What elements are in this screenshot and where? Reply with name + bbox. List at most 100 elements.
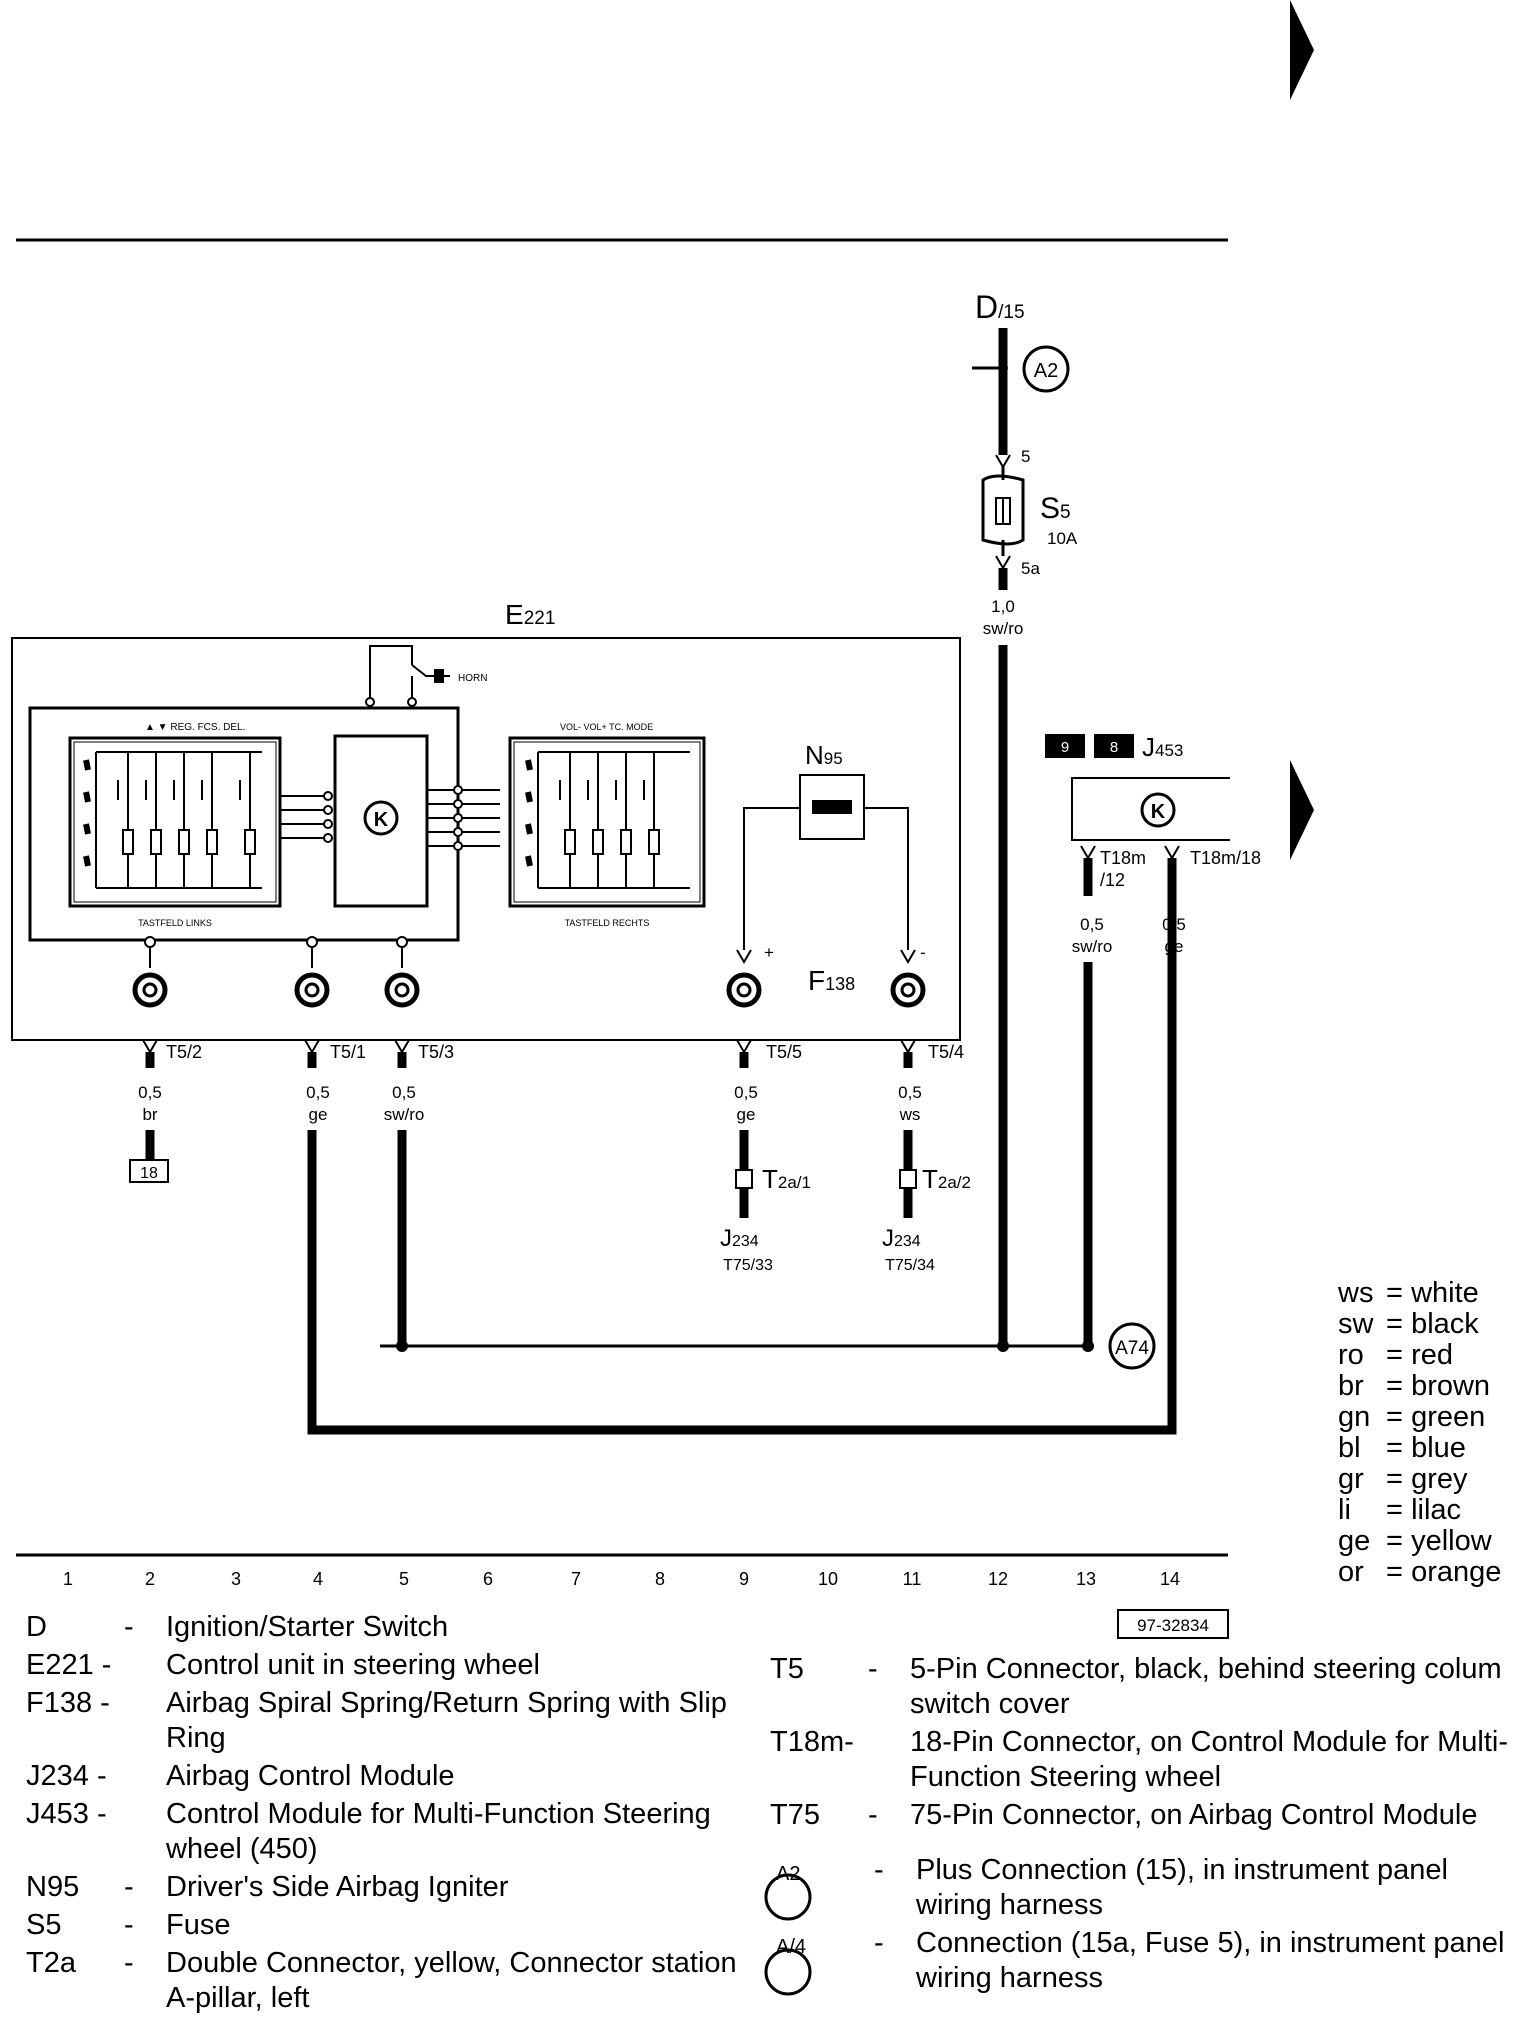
- legend-entry: T2a-Double Connector, yellow, Connector …: [26, 1946, 766, 2016]
- legend-dash: -: [868, 1799, 878, 1831]
- legend-desc: Plus Connection (15), in instrument pane…: [916, 1854, 1448, 1921]
- column-number: 8: [655, 1569, 665, 1589]
- t5-pin-wires: T5/2 0,5 br 18 T5/1 0,5 ge T5/3 0,5 sw/r…: [129, 896, 1177, 1435]
- page-forward-arrow-mid[interactable]: [1290, 760, 1314, 860]
- color-key-equals: =: [1378, 1494, 1412, 1526]
- legend-code: T2a: [26, 1947, 76, 1979]
- legend-entry: E221 -Control unit in steering wheel: [26, 1648, 766, 1683]
- svg-text:TASTFELD RECHTS: TASTFELD RECHTS: [565, 918, 650, 928]
- legend-symbol-a2: [764, 1873, 812, 1921]
- color-key-abbr: gn: [1338, 1401, 1371, 1433]
- svg-text:0,5: 0,5: [1162, 915, 1186, 934]
- legend-entry: F138 -Airbag Spiral Spring/Return Spring…: [26, 1686, 766, 1756]
- legend-code: J234 -: [26, 1760, 107, 1792]
- junction-a74: A74: [380, 1322, 1156, 1370]
- legend-desc: Airbag Control Module: [166, 1760, 455, 1792]
- airbag-igniter-n95: N95 + - F138: [743, 740, 926, 996]
- legend-entry: A/4-Connection (15a, Fuse 5), in instrum…: [770, 1926, 1530, 1996]
- j234b-label: J234: [882, 1225, 921, 1252]
- color-key-row: or = orange: [1338, 1557, 1501, 1588]
- legend-desc: 5-Pin Connector, black, behind steering …: [910, 1653, 1502, 1720]
- color-key-name: red: [1411, 1339, 1453, 1371]
- color-key-abbr: br: [1338, 1370, 1364, 1402]
- svg-text:sw/ro: sw/ro: [384, 1105, 425, 1124]
- svg-text:0,5: 0,5: [306, 1083, 330, 1102]
- pin-t5-3: T5/3 0,5 sw/ro: [384, 1039, 454, 1346]
- legend-code: F138 -: [26, 1687, 110, 1719]
- color-key-equals: =: [1378, 1432, 1412, 1464]
- svg-text:-: -: [920, 943, 926, 962]
- control-module-j453: 9 8 J453 K T18m /12 T18m/18 0,5 sw/ro 0,…: [1045, 732, 1261, 1434]
- color-key-abbr: ge: [1338, 1525, 1371, 1557]
- column-number: 13: [1076, 1569, 1096, 1589]
- column-number: 6: [483, 1569, 493, 1589]
- svg-text:▲ ▼ REG. FCS. DEL.: ▲ ▼ REG. FCS. DEL.: [145, 722, 245, 733]
- reference-number: 97-32834: [1137, 1616, 1209, 1635]
- switch-d-label: D/15: [975, 289, 1025, 325]
- svg-text:T5/1: T5/1: [330, 1042, 366, 1062]
- column-number: 5: [399, 1569, 409, 1589]
- legend-dash: [868, 1725, 910, 1795]
- svg-text:0,5: 0,5: [898, 1083, 922, 1102]
- legend-desc: 75-Pin Connector, on Airbag Control Modu…: [910, 1799, 1478, 1831]
- svg-text:T5/5: T5/5: [766, 1042, 802, 1062]
- svg-text:0,5: 0,5: [1080, 915, 1104, 934]
- color-key-name: brown: [1411, 1370, 1491, 1402]
- color-key-row: sw = black: [1338, 1309, 1501, 1340]
- legend-dash: [124, 1797, 166, 1867]
- color-key-equals: =: [1378, 1463, 1412, 1495]
- legend-dash: -: [874, 1854, 884, 1886]
- page-forward-arrow-top[interactable]: [1290, 0, 1314, 100]
- legend-code: T75: [770, 1799, 820, 1831]
- legend-dash: -: [124, 1909, 134, 1941]
- legend-entry: J453 - Control Module for Multi-Function …: [26, 1797, 766, 1867]
- connector-a2-label: A2: [1034, 360, 1058, 382]
- color-key-name: green: [1411, 1401, 1486, 1433]
- spiral-t5-5: [726, 949, 762, 1008]
- legend-entry: N95-Driver's Side Airbag Igniter: [26, 1870, 766, 1905]
- legend-desc: Control Module for Multi-Function Steeri…: [166, 1798, 711, 1865]
- svg-text:0,5: 0,5: [734, 1083, 758, 1102]
- color-key-name: lilac: [1411, 1494, 1462, 1526]
- svg-text:ge: ge: [1165, 937, 1184, 956]
- svg-text:5: 5: [1021, 447, 1030, 466]
- legend-code: J453 -: [26, 1798, 107, 1830]
- svg-text:8: 8: [1110, 739, 1118, 756]
- legend-entry: D-Ignition/Starter Switch: [26, 1610, 766, 1645]
- column-number: 11: [903, 1569, 922, 1589]
- legend-code: D: [26, 1611, 47, 1643]
- legend-entry: A2 -Plus Connection (15), in instrument p…: [770, 1853, 1530, 1923]
- color-key-name: white: [1411, 1277, 1479, 1309]
- legend-code: T18m-: [770, 1726, 854, 1758]
- color-key-abbr: sw: [1338, 1308, 1374, 1340]
- legend-code: A2: [776, 1863, 801, 1885]
- pin-t5-2: T5/2 0,5 br 18: [129, 1039, 202, 1183]
- color-key-abbr: ro: [1338, 1339, 1364, 1371]
- column-number: 7: [571, 1569, 581, 1589]
- column-number: 3: [231, 1569, 241, 1589]
- svg-text:9: 9: [1061, 739, 1069, 756]
- fuse-circuit: D/15 A2 5 S5 10A 5a 1,0 sw/ro: [972, 289, 1078, 1348]
- svg-text:sw/ro: sw/ro: [1072, 937, 1113, 956]
- svg-text:10A: 10A: [1047, 529, 1078, 548]
- spiral-t5-2: [132, 946, 168, 1008]
- legend-code: T5: [770, 1653, 804, 1685]
- t2a1-label: T2a/1: [762, 1164, 811, 1194]
- svg-text:T75/34: T75/34: [885, 1257, 935, 1274]
- legend-code: E221 -: [26, 1649, 112, 1681]
- legend-desc: Connection (15a, Fuse 5), in instrument …: [916, 1927, 1505, 1994]
- svg-text:/12: /12: [1100, 870, 1125, 890]
- svg-text:ws: ws: [899, 1105, 921, 1124]
- pin-t5-5: T5/5 0,5 ge T2a/1 J234 T75/33: [720, 1039, 811, 1274]
- color-key-equals: =: [1378, 1401, 1412, 1433]
- legend-desc: Ignition/Starter Switch: [166, 1611, 449, 1643]
- legend-dash: [124, 1648, 166, 1683]
- legend-dash: [124, 1759, 166, 1794]
- legend-code: A/4: [776, 1936, 807, 1958]
- svg-text:VOL- VOL+ TC. MODE: VOL- VOL+ TC. MODE: [560, 722, 653, 732]
- column-number: 12: [988, 1569, 1008, 1589]
- legend-symbol-a4: [764, 1948, 812, 1996]
- t2a2-label: T2a/2: [922, 1164, 971, 1194]
